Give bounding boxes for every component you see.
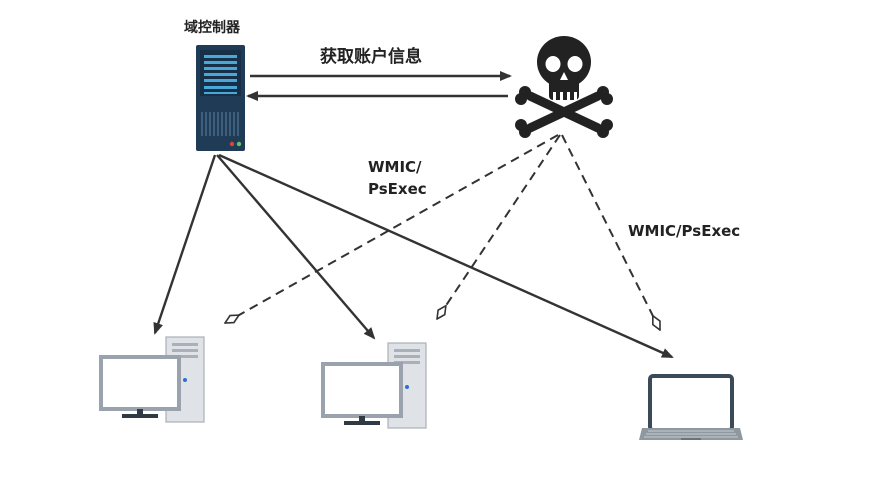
arrow-dc-to-laptop: [218, 153, 674, 359]
dashed-attacker-to-desktop1: [225, 134, 559, 323]
domain-controller-label: 域控制器: [184, 20, 240, 36]
desktop-computer-icon: [321, 342, 427, 429]
arrow-dc-to-desktop1: [153, 154, 217, 335]
desktop-computer-icon: [99, 336, 205, 423]
wmic-psexec-label-left-line1: WMIC/: [368, 158, 422, 176]
skull-crossbones-icon: [515, 36, 613, 138]
dashed-attacker-to-desktop2: [437, 134, 561, 319]
get-account-info-label: 获取账户信息: [320, 47, 422, 67]
wmic-psexec-label-right: WMIC/PsExec: [628, 222, 741, 240]
dashed-attacker-to-laptop: [561, 134, 661, 330]
laptop-icon: [639, 374, 743, 440]
wmic-psexec-label-left-line2: PsExec: [368, 180, 427, 198]
arrow-dc-to-desktop2: [216, 154, 376, 340]
server-icon: [196, 45, 245, 151]
